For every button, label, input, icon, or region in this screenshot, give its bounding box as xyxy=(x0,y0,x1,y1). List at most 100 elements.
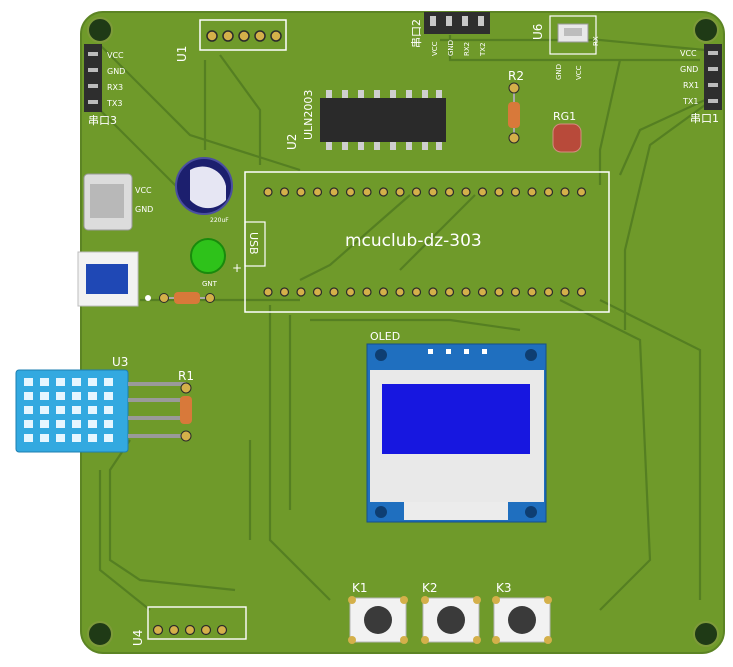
sensor-vent xyxy=(24,406,33,414)
button-k3[interactable] xyxy=(492,596,552,644)
sensor-vent xyxy=(88,434,97,442)
serial3-label: 串口3 xyxy=(88,114,117,127)
r1-label: R1 xyxy=(178,369,194,383)
u4-outline xyxy=(147,606,247,640)
r1-pad-bottom xyxy=(180,430,192,442)
mcu-pin-top xyxy=(296,187,306,197)
oled-label: OLED xyxy=(370,330,400,343)
mcu-pin-top xyxy=(510,187,521,197)
power-vcc-label: VCC xyxy=(135,186,152,195)
mcu-pin-bottom xyxy=(279,287,290,297)
oled-header-pins xyxy=(428,349,487,354)
sensor-vent xyxy=(24,434,33,442)
sensor-vent xyxy=(88,378,97,386)
usb-slot xyxy=(244,221,266,267)
switch-resistor-pad-right xyxy=(205,293,215,303)
mcu-pin-bottom xyxy=(428,287,438,297)
oled-holes xyxy=(375,349,537,518)
sensor-vent xyxy=(40,378,49,386)
mcu-pin-bottom xyxy=(296,287,306,297)
mcu-pins-top xyxy=(263,187,587,197)
serial2-header xyxy=(424,12,490,34)
mcu-pin-bottom xyxy=(461,287,471,297)
u2-part-label: ULN2003 xyxy=(302,90,315,140)
mcu-pin-top xyxy=(395,187,405,197)
serial3-pin-vcc: VCC xyxy=(107,51,124,60)
mcu-pin-top xyxy=(576,187,587,197)
r2-body xyxy=(508,102,520,128)
mcu-pin-bottom xyxy=(444,287,455,297)
mcu-pins-bottom xyxy=(263,287,587,297)
serial3-pins xyxy=(88,52,98,104)
traces xyxy=(98,35,706,611)
u1-label: U1 xyxy=(175,46,189,62)
k1-label: K1 xyxy=(352,581,368,595)
board-title: mcuclub-dz-303 xyxy=(345,231,482,251)
power-switch-button xyxy=(86,264,128,294)
sensor-vent xyxy=(104,420,113,428)
serial2-label: 串口2 xyxy=(410,19,423,48)
sensor-vent xyxy=(40,434,49,442)
mcu-pin-top xyxy=(378,187,389,197)
serial3-pin-gnd: GND xyxy=(107,67,125,76)
mcu-pin-bottom xyxy=(576,287,587,297)
led-label: GNT xyxy=(202,280,218,288)
serial1-pins xyxy=(708,51,718,103)
oled-screen xyxy=(382,384,530,454)
u4-label: U4 xyxy=(131,630,145,646)
led xyxy=(190,238,226,274)
u6-socket xyxy=(564,28,582,36)
sensor-vent xyxy=(72,378,81,386)
u6-label: U6 xyxy=(531,24,545,40)
sensor-vent xyxy=(72,406,81,414)
mcu-pin-top xyxy=(329,187,339,197)
serial1-pin-rx: RX1 xyxy=(683,81,699,90)
serial3-pin-tx: TX3 xyxy=(106,99,122,108)
serial2-pin-tx: TX2 xyxy=(479,42,487,57)
mcu-pin-top xyxy=(345,187,356,197)
mcu-pin-bottom xyxy=(510,287,521,297)
button-k1[interactable] xyxy=(348,596,408,644)
sensor-vent xyxy=(56,406,65,414)
sensor-vent xyxy=(104,406,113,414)
power-gnd-label: GND xyxy=(135,205,153,214)
mcu-pin-top xyxy=(362,187,372,197)
u4-pins xyxy=(152,624,228,636)
sensor-vent xyxy=(24,420,33,428)
sensor-vent xyxy=(40,392,49,400)
u6-pin-gnd: GND xyxy=(555,64,563,80)
mcu-pin-top xyxy=(411,187,422,197)
sensor-vent xyxy=(56,434,65,442)
sensor-vent xyxy=(104,392,113,400)
rg1-body xyxy=(552,123,582,153)
r2-label: R2 xyxy=(508,69,524,83)
mcu-pin-bottom xyxy=(263,287,273,297)
u1-outline xyxy=(199,19,287,51)
mcu-pin-bottom xyxy=(560,287,570,297)
sensor-vent xyxy=(24,392,33,400)
mcu-pin-top xyxy=(527,187,537,197)
serial1-pin-gnd: GND xyxy=(680,65,698,74)
mounting-holes xyxy=(87,17,719,647)
mcu-pin-bottom xyxy=(395,287,405,297)
sensor-vent xyxy=(88,420,97,428)
switch-dot xyxy=(145,295,151,301)
mcu-pin-bottom xyxy=(527,287,537,297)
usb-label: USB xyxy=(247,232,260,255)
mcu-pin-top xyxy=(312,187,323,197)
serial2-pin-vcc: VCC xyxy=(431,41,439,56)
mcu-pin-top xyxy=(477,187,488,197)
rg1-label: RG1 xyxy=(553,110,576,123)
r1-pad-top xyxy=(180,382,192,394)
mcu-pin-bottom xyxy=(477,287,488,297)
u6-outline xyxy=(549,15,597,55)
switch-resistor-pad-left xyxy=(159,293,169,303)
button-k2[interactable] xyxy=(421,596,481,644)
sensor-vent xyxy=(104,434,113,442)
mcu-pin-top xyxy=(444,187,455,197)
sensor-vent xyxy=(24,378,33,386)
serial2-pin-gnd: GND xyxy=(447,40,455,56)
mcu-pin-top xyxy=(428,187,438,197)
sensor-vent xyxy=(72,392,81,400)
